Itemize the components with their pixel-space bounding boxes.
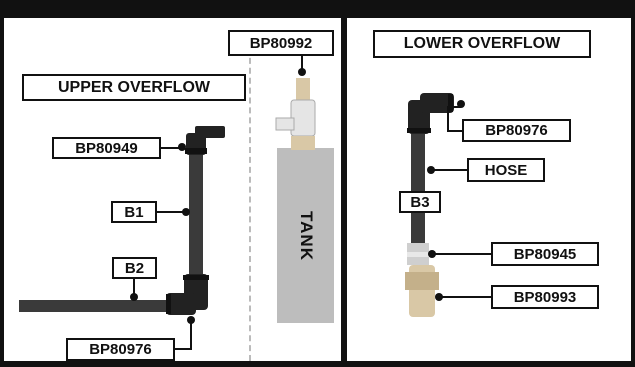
elbow-bp80976-left-collar bbox=[183, 275, 209, 280]
tube-b3 bbox=[411, 118, 425, 246]
valve-base bbox=[291, 136, 315, 150]
elbow-bp80976-left-collar2 bbox=[166, 294, 171, 314]
label-bp80976-lower: BP80976 bbox=[462, 119, 571, 142]
label-bp80993: BP80993 bbox=[491, 285, 599, 309]
elbow-bp80976-right-collar bbox=[407, 128, 431, 133]
leader-dot-bp80945 bbox=[428, 250, 436, 258]
valve-side-port bbox=[276, 118, 294, 130]
lower-overflow-title: LOWER OVERFLOW bbox=[373, 30, 591, 58]
label-bp80976-upper: BP80976 bbox=[66, 338, 175, 361]
leader-dot-hose bbox=[427, 166, 435, 174]
leader-dot-bp80992 bbox=[298, 68, 306, 76]
label-b2: B2 bbox=[112, 257, 157, 279]
leader-dot-bp80949 bbox=[178, 143, 186, 151]
fitting-bp80945-ring bbox=[407, 252, 429, 257]
label-bp80992: BP80992 bbox=[228, 30, 334, 56]
elbow-bp80949-arm bbox=[195, 126, 225, 138]
label-bp80949: BP80949 bbox=[52, 137, 161, 159]
valve-body bbox=[291, 100, 315, 136]
label-b3: B3 bbox=[399, 191, 441, 213]
label-bp80945: BP80945 bbox=[491, 242, 599, 266]
leader-dot-bp80976-left bbox=[187, 316, 195, 324]
leader-dot-b1 bbox=[182, 208, 190, 216]
leader-dot-bp80993 bbox=[435, 293, 443, 301]
valve-stem bbox=[296, 78, 310, 100]
upper-overflow-title: UPPER OVERFLOW bbox=[22, 74, 246, 101]
valve-bp80993-nut bbox=[405, 272, 439, 290]
label-b1: B1 bbox=[111, 201, 157, 223]
elbow-bp80949-collar bbox=[185, 148, 207, 154]
tube-b2 bbox=[19, 300, 187, 312]
leader-dot-bp80976-right bbox=[457, 100, 465, 108]
label-hose: HOSE bbox=[467, 158, 545, 182]
leader-bp80976-left bbox=[175, 322, 191, 349]
leader-dot-b2 bbox=[130, 293, 138, 301]
tube-b1 bbox=[189, 150, 203, 280]
